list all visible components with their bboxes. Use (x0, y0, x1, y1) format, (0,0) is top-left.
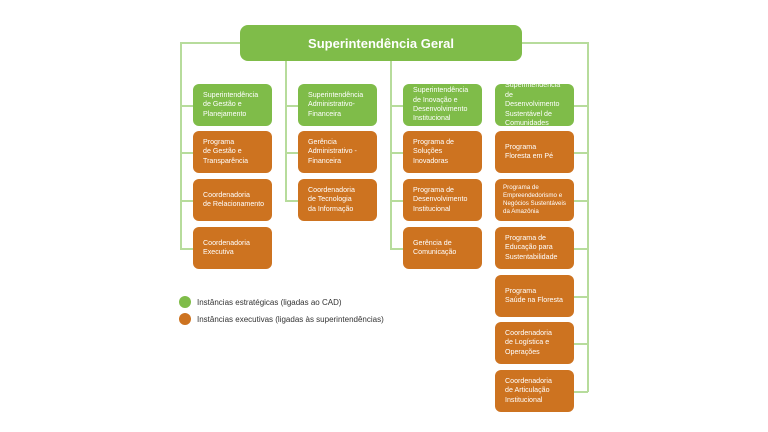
node-label: Gerência de Comunicação (413, 238, 457, 256)
connector-trunk-col-2 (285, 61, 287, 201)
connector-branch (285, 105, 298, 107)
legend-dot-executive-icon (179, 313, 191, 325)
node-label: Gerência Administrativo - Financeira (308, 137, 357, 165)
connector-branch (390, 200, 403, 202)
node-executive: Programa de Soluções Inovadoras (403, 131, 482, 173)
node-executive: Programa Floresta em Pé (495, 131, 574, 173)
node-label: Coordenadoria de Relacionamento (203, 190, 265, 208)
connector-branch (285, 152, 298, 154)
node-label: Coordenadoria de Articulação Institucion… (505, 376, 552, 404)
node-label: Superintendência de Inovação e Desenvolv… (413, 86, 469, 123)
connector-trunk-col-3 (390, 61, 392, 249)
connector-top-left (180, 42, 240, 44)
connector-trunk-col-1 (180, 42, 182, 249)
node-executive: Coordenadoria de Articulação Institucion… (495, 370, 574, 412)
node-strategic: Superintendência de Gestão e Planejament… (193, 84, 272, 126)
connector-branch (180, 152, 193, 154)
node-executive: Programa de Desenvolvimento Instituciona… (403, 179, 482, 221)
connector-branch (574, 296, 588, 298)
connector-branch (180, 248, 193, 250)
connector-branch (390, 248, 403, 250)
node-label: Coordenadoria de Logística e Operações (505, 328, 552, 356)
node-executive: Coordenadoria de Tecnologia da Informaçã… (298, 179, 377, 221)
node-strategic: Superintendência Administrativo- Finance… (298, 84, 377, 126)
node-executive: Gerência de Comunicação (403, 227, 482, 269)
connector-top-right (522, 42, 588, 44)
node-label: Coordenadoria de Tecnologia da Informaçã… (308, 185, 355, 213)
node-label: Superintendência Geral (308, 35, 454, 51)
connector-branch (574, 200, 588, 202)
node-label: Programa de Empreendedorismo e Negócios … (503, 183, 566, 216)
node-label: Superintendência Administrativo- Finance… (308, 90, 364, 118)
node-executive: Coordenadoria Executiva (193, 227, 272, 269)
legend-label: Instâncias estratégicas (ligadas ao CAD) (197, 297, 342, 307)
connector-branch (390, 105, 403, 107)
connector-branch (285, 200, 298, 202)
node-label: Programa de Educação para Sustentabilida… (505, 233, 558, 261)
node-executive: Programa Saúde na Floresta (495, 275, 574, 317)
node-label: Superintendência de Desenvolvimento Sust… (505, 81, 561, 128)
connector-branch (180, 200, 193, 202)
connector-branch (574, 343, 588, 345)
node-label: Programa Saúde na Floresta (505, 286, 563, 304)
node-superintendencia-geral: Superintendência Geral (240, 25, 522, 61)
legend-item-strategic: Instâncias estratégicas (ligadas ao CAD) (179, 296, 342, 308)
node-label: Programa Floresta em Pé (505, 142, 554, 160)
connector-branch (390, 152, 403, 154)
node-label: Coordenadoria Executiva (203, 238, 250, 256)
legend-label: Instâncias executivas (ligadas às superi… (197, 314, 384, 324)
connector-branch (180, 105, 193, 107)
legend-dot-strategic-icon (179, 296, 191, 308)
connector-trunk-col-4 (587, 42, 589, 392)
node-executive: Programa de Gestão e Transparência (193, 131, 272, 173)
node-strategic: Superintendência de Desenvolvimento Sust… (495, 81, 574, 128)
node-executive: Coordenadoria de Logística e Operações (495, 322, 574, 364)
node-executive: Gerência Administrativo - Financeira (298, 131, 377, 173)
node-label: Superintendência de Gestão e Planejament… (203, 90, 259, 118)
legend-item-executive: Instâncias executivas (ligadas às superi… (179, 313, 384, 325)
node-executive: Coordenadoria de Relacionamento (193, 179, 272, 221)
node-strategic: Superintendência de Inovação e Desenvolv… (403, 84, 482, 126)
connector-branch (574, 391, 588, 393)
node-label: Programa de Desenvolvimento Instituciona… (413, 185, 468, 213)
connector-branch (574, 152, 588, 154)
connector-branch (574, 105, 588, 107)
node-label: Programa de Soluções Inovadoras (413, 137, 455, 165)
connector-branch (574, 248, 588, 250)
node-executive: Programa de Empreendedorismo e Negócios … (495, 179, 574, 221)
node-label: Programa de Gestão e Transparência (203, 137, 249, 165)
node-executive: Programa de Educação para Sustentabilida… (495, 227, 574, 269)
